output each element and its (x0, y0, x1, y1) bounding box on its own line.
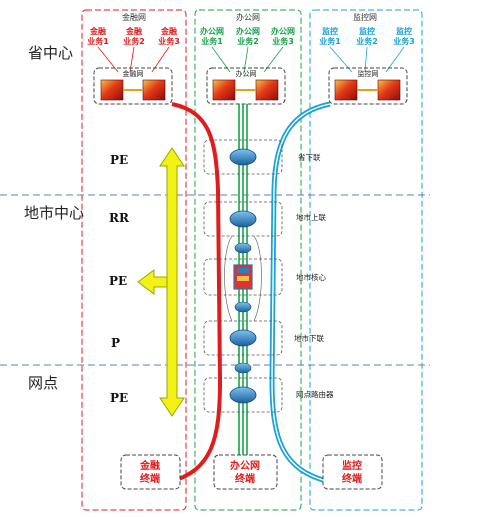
server-icon (255, 79, 279, 101)
finance-service-1-id: 业务1 (87, 36, 109, 46)
office-terminal-line1: 办公网 (230, 459, 260, 472)
office-zone (194, 9, 302, 511)
office-service-1-name: 办公网 (200, 26, 224, 36)
role-label-province-pe: PE (110, 153, 128, 167)
monitor-service-1-id: 业务1 (319, 36, 341, 46)
server-icon (142, 79, 166, 101)
office-core-box: 办公网 (206, 67, 286, 105)
office-service-3-name: 办公网 (271, 26, 295, 36)
left-arrow-icon (137, 269, 168, 295)
node-branch-router: 网点路由器 (203, 377, 334, 413)
finance-tunnel (169, 102, 223, 484)
monitor-terminal: 监控 终端 (322, 454, 383, 490)
finance-terminal-line2: 终端 (140, 472, 160, 485)
finance-service-1-name: 金融 (89, 26, 106, 36)
monitor-box-label: 监控网 (358, 69, 379, 78)
server-icon (100, 79, 124, 101)
finance-core-box: 金融网 (93, 67, 173, 105)
office-service-3-id: 业务3 (272, 36, 294, 46)
router-icon (229, 329, 257, 347)
office-terminal: 办公网 终端 (213, 454, 278, 490)
level-label-city: 地市中心 (24, 204, 84, 222)
node-city-downlink: 地市下联 (203, 320, 324, 356)
double-arrow-icon (159, 147, 185, 417)
monitor-tunnel-inner (271, 103, 331, 483)
monitor-core-box: 监控网 (328, 67, 408, 105)
office-service-1-id: 业务1 (201, 36, 223, 46)
finance-zone (81, 9, 187, 511)
office-services: 办公网 业务1 办公网 业务2 办公网 业务3 (200, 26, 295, 46)
monitor-service-1-name: 监控 (322, 26, 338, 36)
office-service-2-id: 业务2 (237, 36, 259, 46)
monitor-terminal-line1: 监控 (342, 459, 362, 472)
finance-box-label: 金融网 (123, 69, 144, 78)
role-label-p: P (111, 336, 120, 350)
monitor-service-3-id: 业务3 (393, 36, 415, 46)
monitor-services: 监控 业务1 监控 业务2 监控 业务3 (319, 26, 415, 46)
server-icon (212, 79, 236, 101)
node-label-city-downlink: 地市下联 (294, 333, 324, 343)
monitor-terminal-line2: 终端 (342, 472, 362, 485)
router-icon (229, 210, 257, 228)
office-terminal-line2: 终端 (235, 472, 255, 485)
server-icon (377, 79, 401, 101)
router-icon (229, 386, 257, 404)
finance-terminal-line1: 金融 (139, 459, 160, 472)
office-network-title: 办公网 (236, 12, 260, 22)
router-icon (229, 148, 257, 166)
node-label-city-core: 地市核心 (296, 272, 326, 282)
monitor-service-3-name: 监控 (396, 26, 412, 36)
server-icon (334, 79, 358, 101)
office-box-label: 办公网 (236, 69, 257, 78)
node-city-uplink: 地市上联 (203, 201, 326, 237)
level-label-branch: 网点 (28, 374, 58, 392)
finance-service-3-name: 金融 (160, 26, 177, 36)
role-label-rr: RR (109, 211, 130, 225)
finance-network-title: 金融网 (122, 12, 146, 22)
core-mesh-links (224, 235, 262, 322)
finance-service-2-name: 金融 (125, 26, 142, 36)
role-label-branch-pe: PE (110, 391, 128, 405)
monitor-service-2-name: 监控 (359, 26, 375, 36)
interconnect-routers (234, 242, 252, 374)
finance-terminal: 金融 终端 (120, 454, 181, 490)
node-city-core: 地市核心 (203, 258, 326, 296)
level-label-province: 省中心 (28, 44, 73, 62)
node-label-province-downlink: 省下联 (298, 152, 321, 162)
finance-service-3-id: 业务3 (158, 36, 180, 46)
monitor-service-2-id: 业务2 (356, 36, 378, 46)
monitor-network-title: 监控网 (353, 12, 377, 22)
finance-service-2-id: 业务2 (123, 36, 145, 46)
monitor-zone (309, 9, 423, 511)
node-province-downlink: 省下联 (203, 139, 321, 175)
finance-services: 金融 业务1 金融 业务2 金融 业务3 (87, 26, 180, 46)
node-label-city-uplink: 地市上联 (296, 212, 326, 222)
role-label-city-pe: PE (109, 274, 127, 288)
node-label-branch-router: 网点路由器 (296, 389, 334, 399)
office-service-2-name: 办公网 (236, 26, 260, 36)
